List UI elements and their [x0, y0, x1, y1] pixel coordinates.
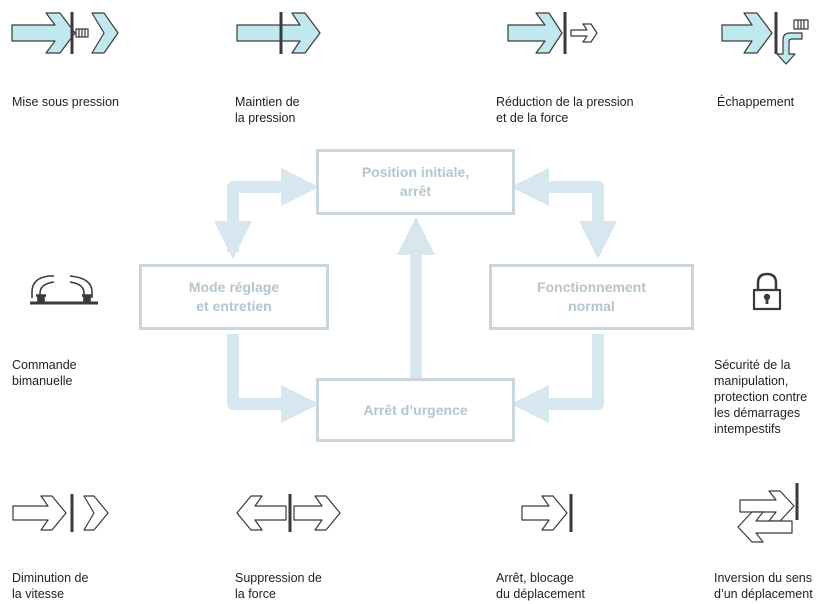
caption-maintain: Maintien de la pression	[235, 95, 300, 125]
caption-pressurize: Mise sous pression	[12, 95, 119, 109]
caption-reduce: Réduction de la pression et de la force	[496, 95, 634, 125]
caption-slow: Diminution de la vitesse	[12, 571, 89, 601]
arrow-normal-to-emergency	[510, 334, 604, 424]
caption-stop: Arrêt, blocage du déplacement	[496, 571, 585, 601]
reverse-motion-icon	[737, 483, 799, 543]
exhaust-icon	[721, 12, 809, 65]
pressurize-icon	[11, 12, 119, 54]
caption-removeforce: Suppression de la force	[235, 571, 322, 601]
arrow-setup-to-emergency	[227, 334, 320, 424]
two-hand-control-icon	[30, 275, 98, 305]
speed-reduction-icon	[12, 494, 109, 532]
caption-exhaust: Échappement	[717, 95, 795, 109]
node-initial-label: Position initiale, arrêt	[361, 164, 470, 199]
force-removal-icon	[236, 494, 341, 532]
node-initial-position: Position initiale, arrêt	[316, 149, 515, 215]
node-emergency-label: Arrêt d’urgence	[363, 401, 468, 418]
caption-safety: Sécurité de la manipulation, protection …	[714, 358, 808, 436]
node-normal-label: Fonctionnement normal	[537, 279, 646, 314]
caption-reverse: Inversion du sens d’un déplacement	[714, 571, 813, 601]
node-setup-label: Mode réglage et entretien	[188, 279, 280, 314]
node-normal-operation: Fonctionnement normal	[489, 264, 694, 330]
node-setup-mode: Mode réglage et entretien	[139, 264, 329, 330]
padlock-icon	[752, 272, 782, 311]
maintain-pressure-icon	[236, 12, 321, 54]
node-emergency-stop: Arrêt d’urgence	[316, 378, 515, 442]
stop-block-icon	[521, 494, 573, 532]
caption-twohand: Commande bimanuelle	[12, 358, 77, 388]
reduce-pressure-icon	[507, 12, 598, 54]
